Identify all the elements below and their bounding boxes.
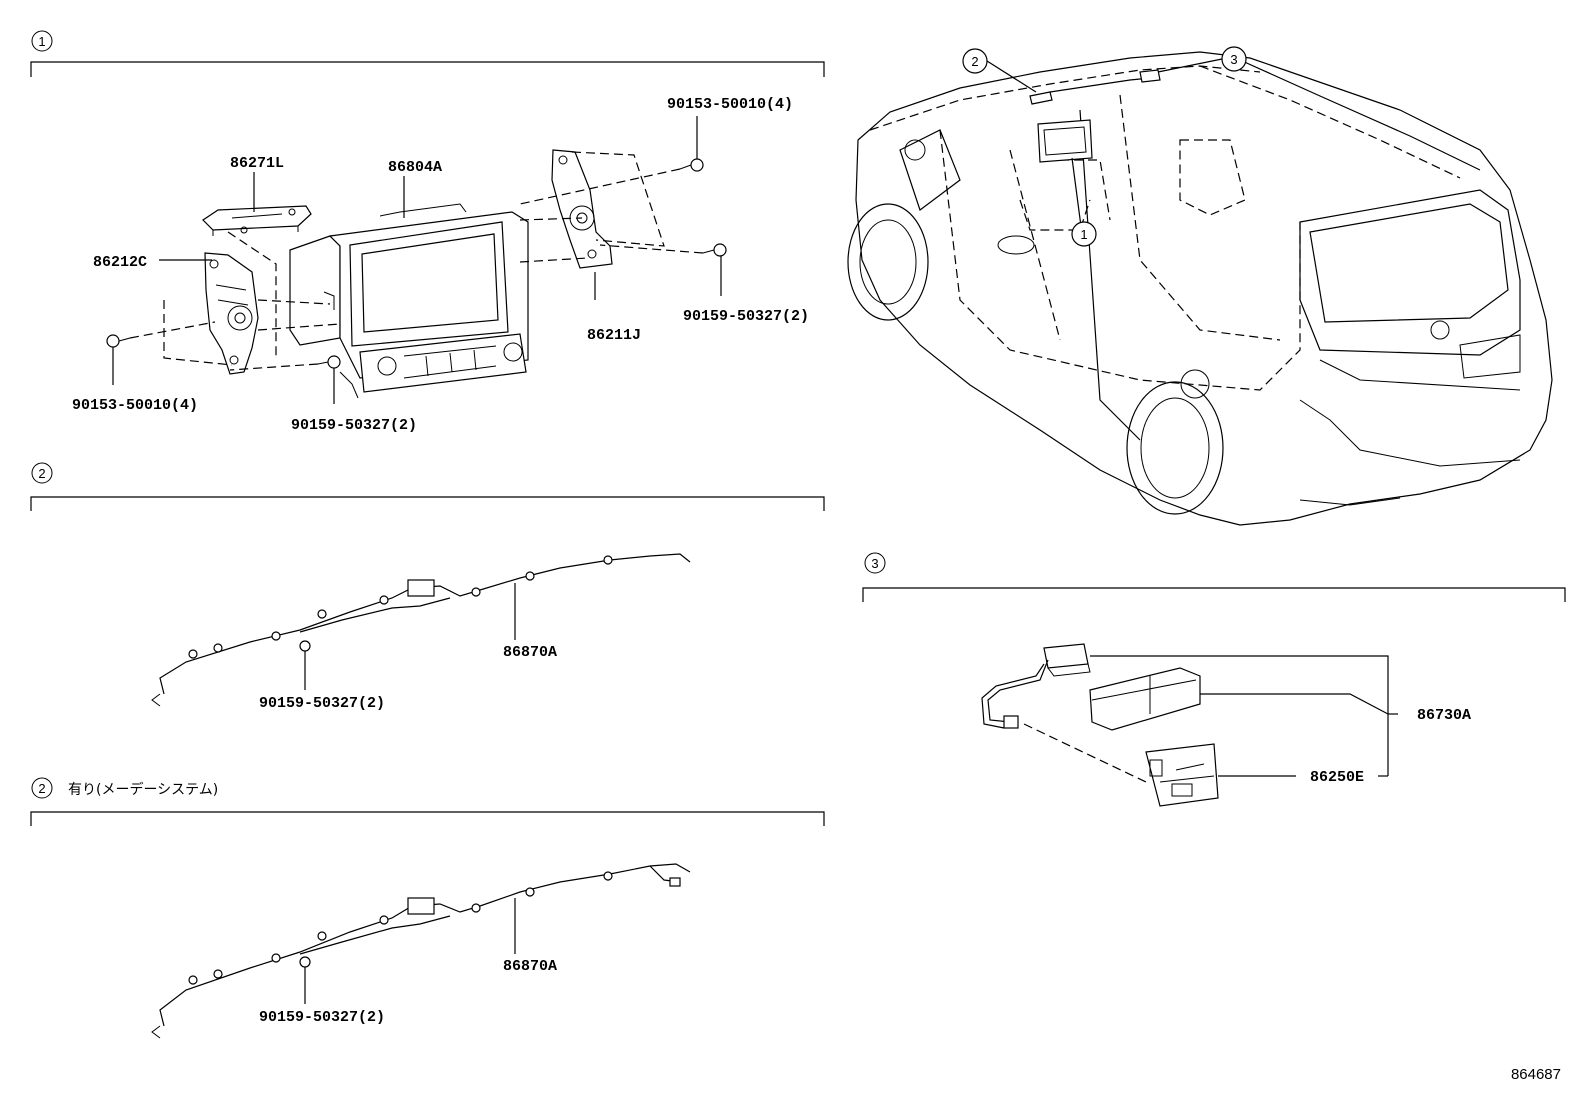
diagram-reference-number: 864687 bbox=[1511, 1066, 1561, 1083]
section-2: 2 86870A 90159-50327(2) bbox=[30, 462, 825, 712]
label-86870a-1: 86870A bbox=[503, 644, 557, 661]
section-2-bracket bbox=[30, 496, 825, 511]
section-3-marker bbox=[864, 552, 886, 574]
section-1: 1 bbox=[30, 30, 825, 434]
label-86730a: 86730A bbox=[1417, 707, 1471, 724]
label-86271l: 86271L bbox=[230, 155, 284, 172]
label-86211j: 86211J bbox=[587, 327, 641, 344]
vehicle-overview: 2 3 1 bbox=[847, 46, 1553, 526]
cover-86250e-drawing bbox=[1145, 743, 1219, 807]
section-1-marker bbox=[31, 30, 53, 52]
label-86870a-2: 86870A bbox=[503, 958, 557, 975]
section-1-number: 1 bbox=[38, 34, 45, 49]
assembly-lines-section-1 bbox=[129, 151, 704, 371]
label-90159-50327-bottom: 90159-50327(2) bbox=[291, 417, 417, 434]
bracket-86211j-drawing bbox=[551, 149, 613, 269]
leaders-section-1 bbox=[112, 116, 722, 404]
section-2-option-number: 2 bbox=[38, 781, 45, 796]
section-1-bracket bbox=[30, 61, 825, 77]
section-2-option-bracket bbox=[30, 811, 825, 826]
vehicle-leader-2 bbox=[986, 60, 1037, 93]
section-2-number: 2 bbox=[38, 466, 45, 481]
section-2-marker bbox=[31, 462, 53, 484]
leaders-section-3 bbox=[1090, 655, 1398, 777]
label-86212c: 86212C bbox=[93, 254, 147, 271]
vehicle-callout-3 bbox=[1221, 46, 1247, 72]
label-90159-50327-right: 90159-50327(2) bbox=[683, 308, 809, 325]
vehicle-callout-1 bbox=[1071, 221, 1097, 247]
label-90159-50327-harness-1: 90159-50327(2) bbox=[259, 695, 385, 712]
vehicle-callout-2 bbox=[962, 48, 988, 74]
vehicle-callout-2-number: 2 bbox=[971, 54, 978, 69]
bracket-86212c-drawing bbox=[204, 252, 259, 375]
head-unit-86804a-drawing bbox=[289, 203, 529, 399]
section-2-option-marker bbox=[31, 777, 53, 799]
label-86804a: 86804A bbox=[388, 159, 442, 176]
vehicle-leader-1 bbox=[1071, 157, 1083, 235]
label-86250e: 86250E bbox=[1310, 769, 1364, 786]
module-86730a-drawing bbox=[981, 643, 1201, 731]
section-3: 3 86730A 86250E bbox=[862, 552, 1566, 807]
section-2-option-note: 有り(メーデーシステム) bbox=[68, 781, 218, 798]
bolts-section-1 bbox=[106, 158, 727, 369]
vehicle-drawing bbox=[847, 51, 1553, 526]
vehicle-callout-3-number: 3 bbox=[1230, 52, 1237, 67]
bracket-86271l-drawing bbox=[202, 205, 312, 236]
label-90159-50327-harness-2: 90159-50327(2) bbox=[259, 1009, 385, 1026]
assembly-line-section-3 bbox=[1023, 723, 1147, 783]
wire-harness-86870a-option-drawing bbox=[151, 863, 691, 1039]
section-2-option: 2 有り(メーデーシステム) 86870A 90159-50327(2) bbox=[30, 777, 825, 1039]
vehicle-leader-3 bbox=[1157, 58, 1223, 73]
vehicle-callout-1-number: 1 bbox=[1080, 227, 1087, 242]
label-90153-50010-top: 90153-50010(4) bbox=[667, 96, 793, 113]
section-3-number: 3 bbox=[871, 556, 878, 571]
section-3-bracket bbox=[862, 587, 1566, 602]
wire-harness-86870a-drawing bbox=[151, 553, 691, 707]
label-90153-50010-left: 90153-50010(4) bbox=[72, 397, 198, 414]
